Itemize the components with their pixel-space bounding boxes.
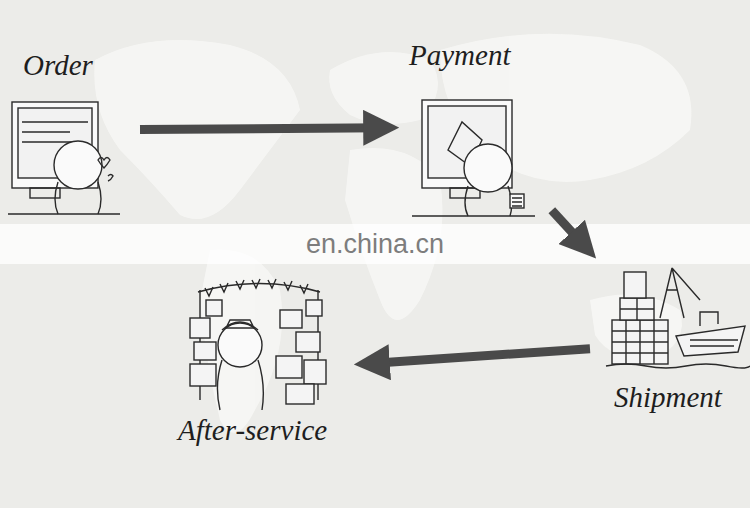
order-sketch: [8, 102, 120, 214]
watermark-text: en.china.cn: [306, 229, 444, 260]
flow-arrow: [552, 210, 585, 246]
flow-arrow: [370, 349, 590, 364]
stage-label: Payment: [409, 40, 510, 72]
flow-arrow: [140, 128, 383, 130]
shipment-sketch: [606, 268, 750, 368]
stage-node: Shipment: [600, 262, 748, 424]
payment-sketch: [412, 100, 535, 216]
stage-label: Order: [23, 50, 93, 82]
stage-label: After-service: [178, 415, 327, 447]
after-service-sketch: [190, 279, 326, 410]
stage-label: Shipment: [614, 382, 722, 414]
stage-node: Order: [5, 40, 130, 220]
stage-node: After-service: [170, 275, 348, 467]
stage-node: Payment: [405, 32, 545, 222]
